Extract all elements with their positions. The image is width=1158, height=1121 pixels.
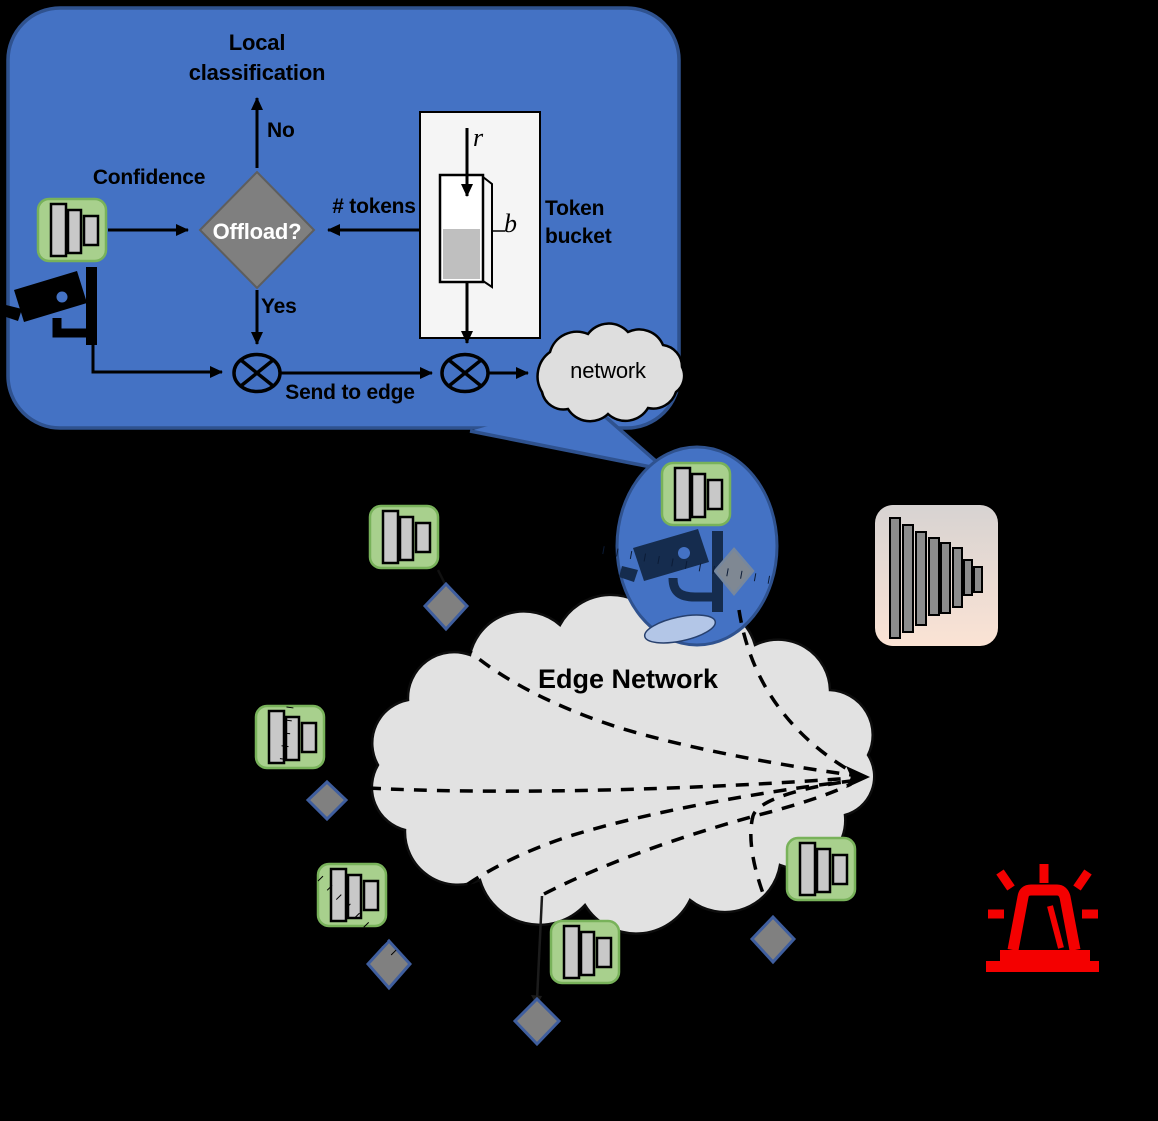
multiply-node-icon: [232, 352, 282, 394]
offload-decision-diamond: [198, 170, 316, 290]
device3-diamond-icon: [365, 938, 413, 991]
device4-diamond-icon: [512, 996, 562, 1047]
cctv-camera-icon: [3, 267, 97, 345]
num-tokens-label: # tokens: [332, 195, 416, 218]
edge-server-nn-icon: [875, 505, 998, 646]
no-label: No: [267, 119, 295, 142]
bucket-side-flap: [482, 174, 493, 289]
circle-device-diamond-icon: [713, 547, 755, 596]
network-label: network: [570, 358, 646, 383]
yes-label: Yes: [261, 295, 297, 318]
send-to-edge-label: Send to edge: [285, 381, 415, 404]
local-classification-label: Local classification: [188, 30, 326, 85]
device2-stream-dots: [278, 706, 294, 771]
token-bucket-label: Token bucket: [545, 197, 612, 248]
bucket-depth-symbol: b: [504, 209, 517, 238]
confidence-label: Confidence: [92, 166, 206, 189]
edge-network-label: Edge Network: [537, 664, 719, 694]
device1-nn-icon: [368, 504, 440, 570]
camera-feed-arrow: [91, 345, 223, 378]
device1-diamond-icon: [422, 581, 470, 632]
multiply-node-icon-2: [440, 352, 490, 394]
device2-diamond-icon: [305, 779, 349, 822]
offload-question-label: Offload?: [212, 219, 302, 244]
device4-nn-icon: [549, 919, 621, 985]
alarm-siren-icon: [986, 864, 1099, 972]
rate-symbol: r: [473, 123, 483, 152]
device3-nn-icon: [316, 862, 388, 928]
device2-nn-icon: [254, 704, 326, 770]
network-cloud-icon: [536, 322, 686, 423]
device5-nn-icon: [785, 836, 857, 902]
circle-nn-icon: [660, 461, 732, 527]
local-nn-icon: [36, 197, 108, 263]
convergence-arrowhead: [846, 766, 870, 788]
circle-cloud-overlap: [643, 614, 717, 644]
token-bucket-icon: [419, 111, 541, 344]
bucket-token-level: [443, 229, 480, 279]
offload-flow-dashes: [367, 609, 853, 949]
device5-diamond-icon: [749, 914, 797, 965]
flow-arrows: [91, 97, 529, 379]
